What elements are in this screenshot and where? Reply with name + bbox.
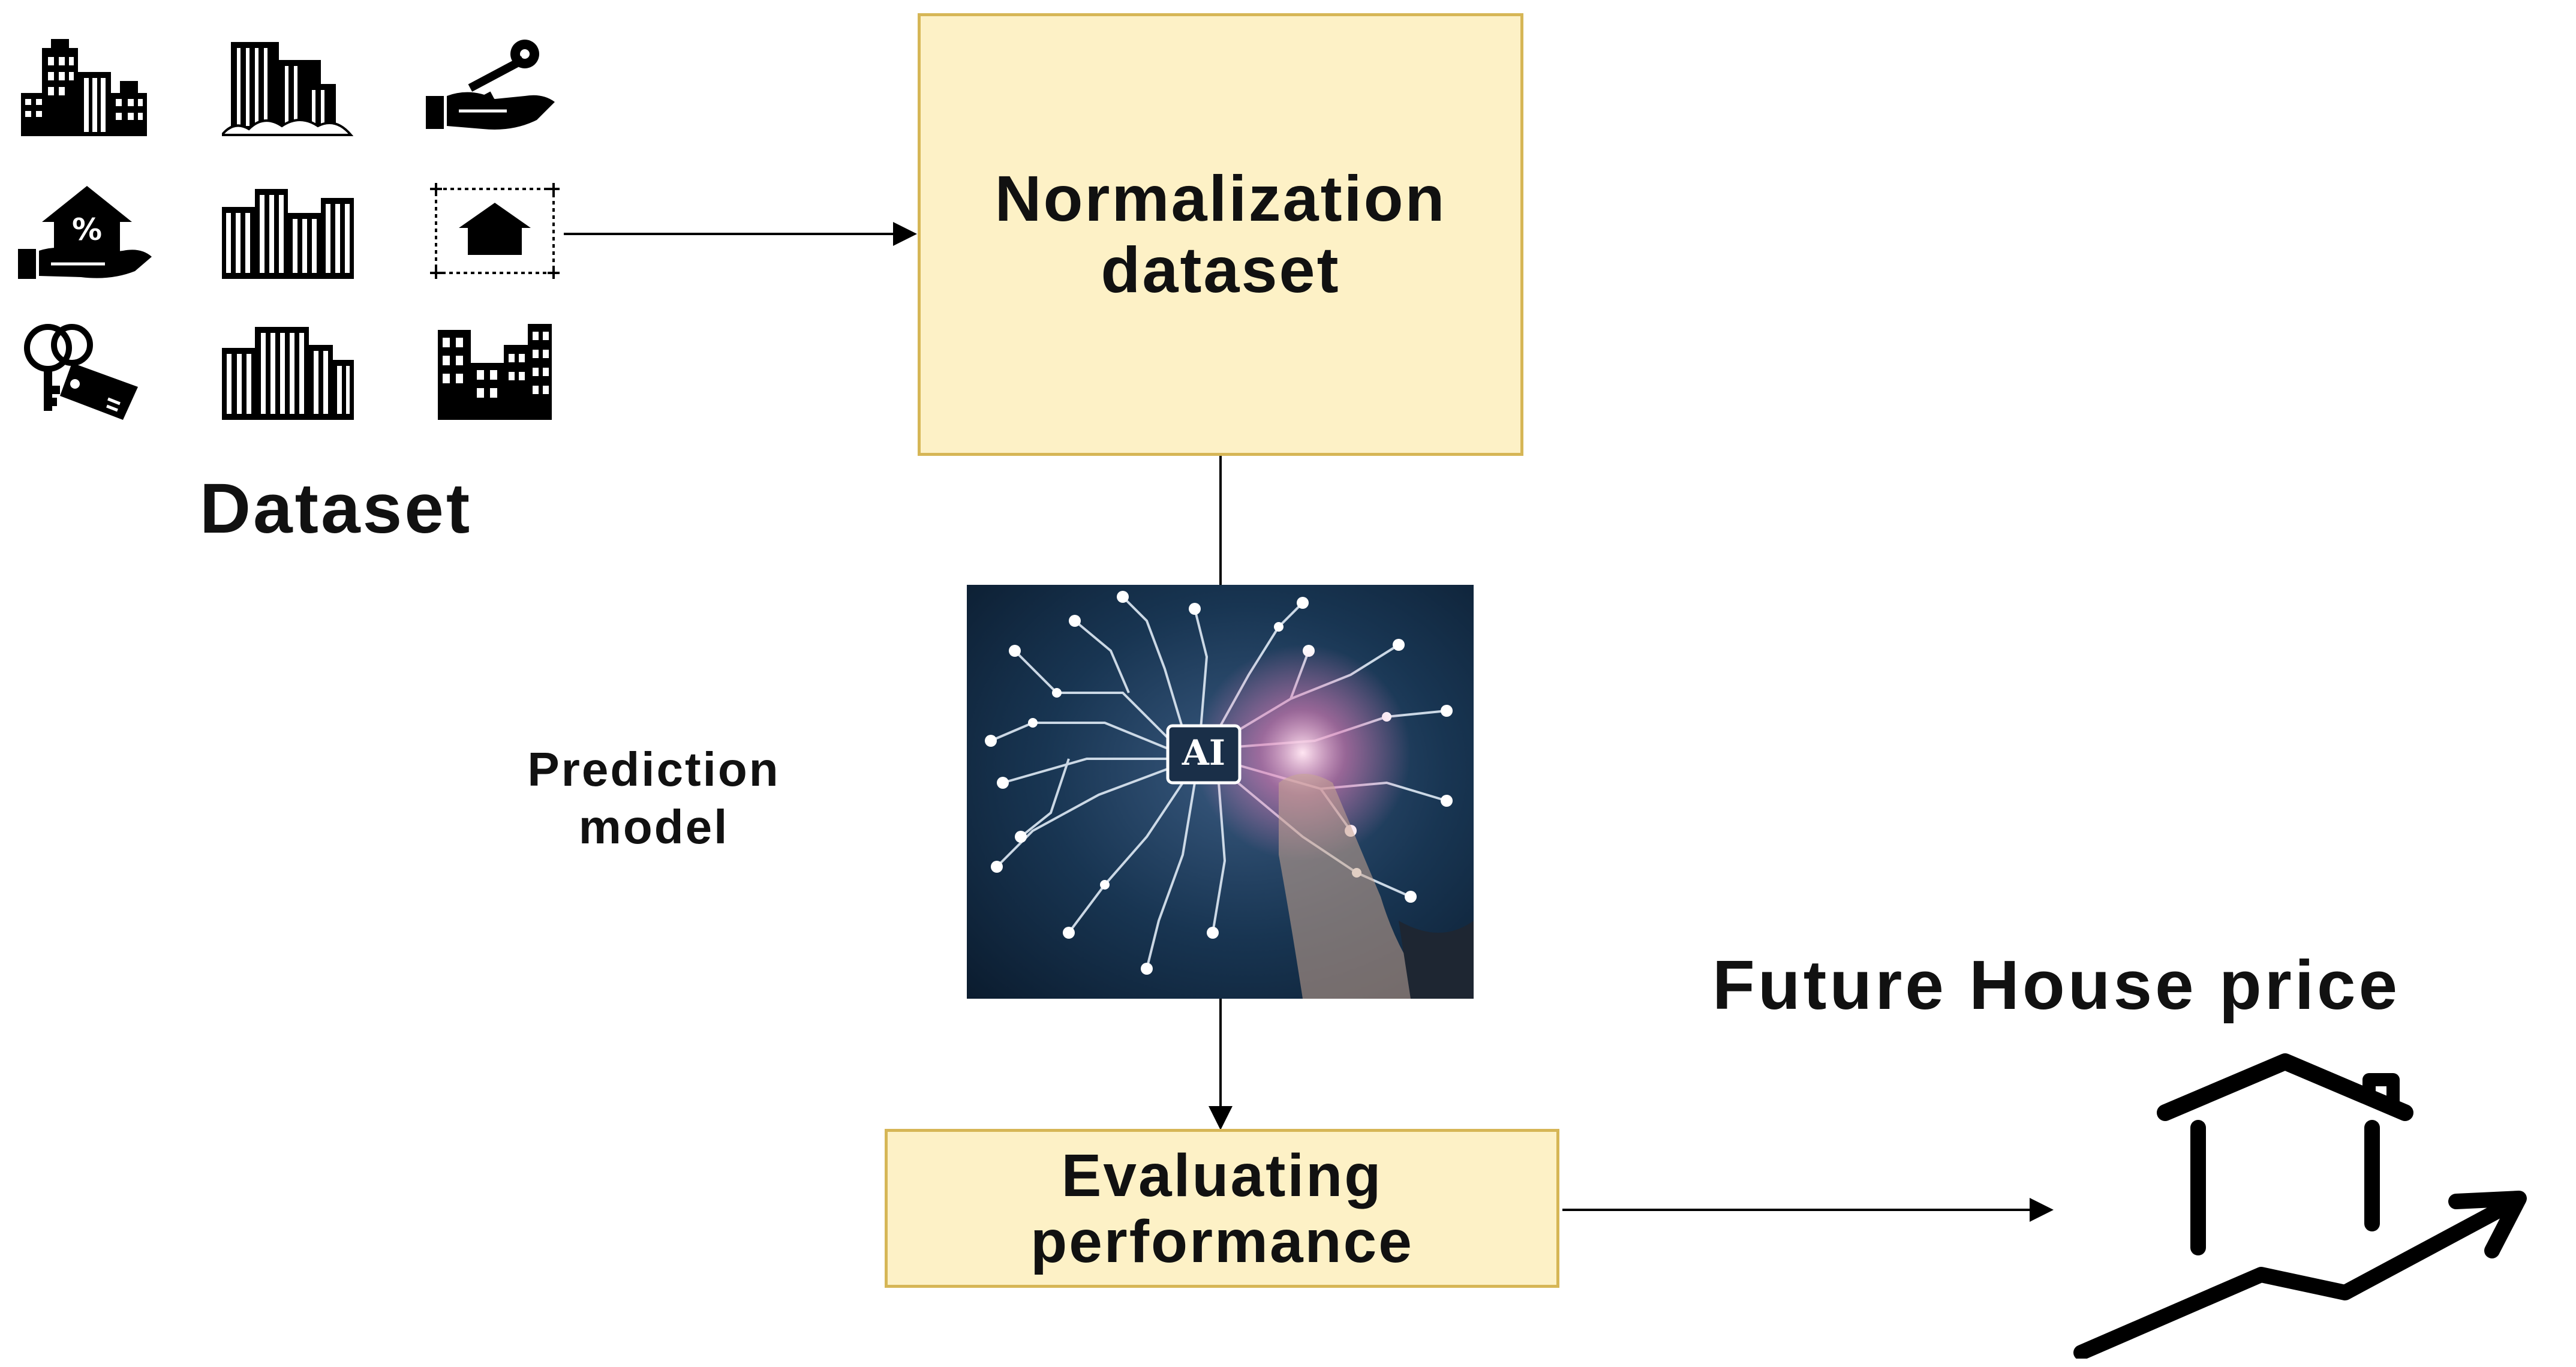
apartment-building-icon: [222, 327, 354, 420]
office-buildings-icon: [21, 39, 147, 136]
svg-text:%: %: [72, 212, 102, 247]
house-price-rising-icon: [2073, 1053, 2527, 1359]
apartment-block-icon: [222, 189, 354, 279]
ai-circuit-brain-image: AI: [967, 585, 1474, 999]
future-house-price-label: Future House price: [1712, 946, 2401, 1024]
normalization-dataset-box: Normalization dataset: [918, 13, 1523, 456]
ai-chip-label: AI: [1182, 732, 1225, 773]
key-in-hand-icon: [426, 40, 555, 130]
skyscraper-icon: [222, 42, 354, 136]
evaluating-performance-label: Evaluating performance: [1030, 1141, 1414, 1275]
evaluating-performance-box: Evaluating performance: [885, 1129, 1559, 1288]
house-floorplan-icon: [430, 183, 560, 279]
city-buildings-icon: [438, 324, 552, 420]
dataset-label: Dataset: [199, 469, 473, 548]
normalization-dataset-label: Normalization dataset: [994, 162, 1447, 306]
prediction-model-label: Prediction model: [527, 743, 780, 854]
house-percent-in-hand-icon: %: [18, 186, 152, 279]
keys-with-tag-icon: [24, 324, 138, 420]
